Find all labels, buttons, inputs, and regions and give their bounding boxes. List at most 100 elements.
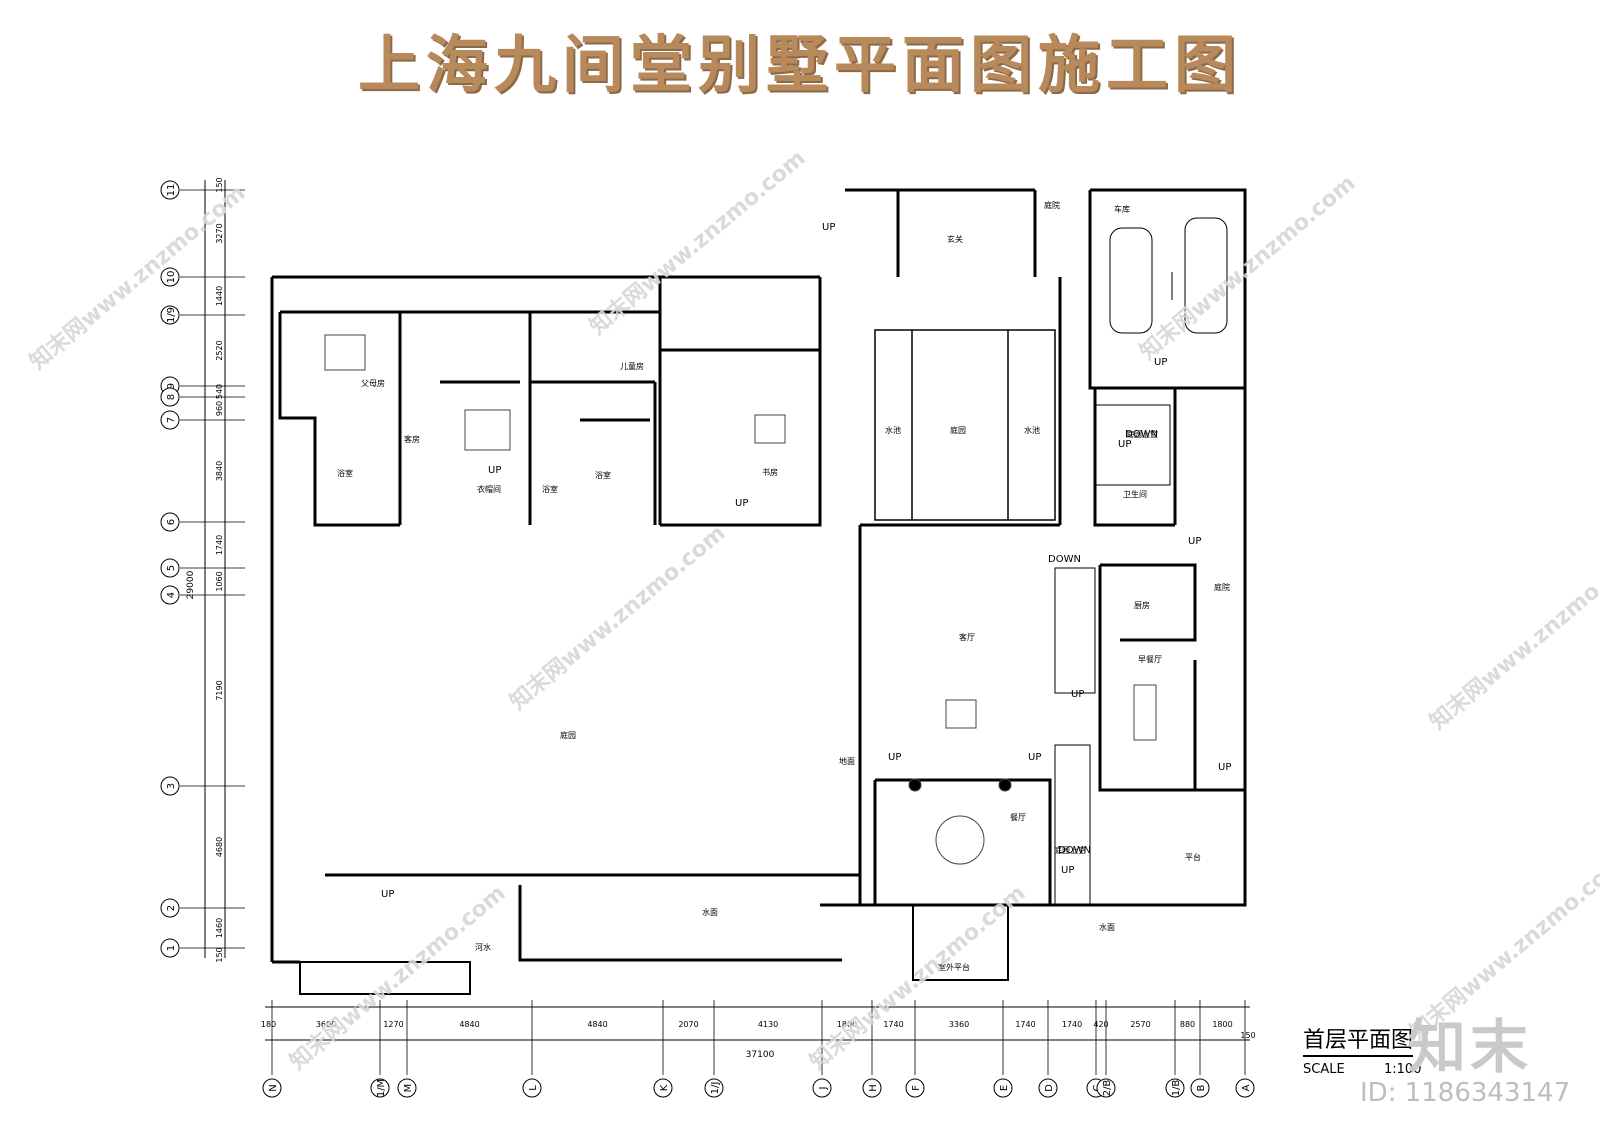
label-pool-left: 水池 [885,425,901,435]
col-grid-bubble [1190,1078,1210,1098]
living-wall [860,523,1245,792]
label-kids-bed: 儿童房 [620,361,644,371]
label-lawn: 地面 [839,756,855,766]
inner-courtyard [874,329,1056,521]
row-dim-label: 150 [215,177,224,192]
stair-labels: UP UP UP UP UP UP UP UP UP UP UP UP DOWN… [381,222,1231,900]
row-grid-bubble [160,776,180,796]
image-id: ID: 1186343147 [1360,1078,1571,1108]
down-label-2: DOWN [1125,429,1158,440]
study-desk [754,414,786,444]
col-grid-bubble [704,1078,724,1098]
room-labels: 父母房 客房 浴室 衣帽间 浴室 浴室 儿童房 书房 玄关 庭院 车库 水池 庭… [337,200,1230,972]
row-dim-label: 540 [215,384,224,399]
row-grid-label: 10 [166,271,177,284]
brand-logo: 知末 [1408,1013,1533,1081]
walls [270,188,1247,964]
col-grid-bubble [1165,1078,1185,1098]
row-dim-label: 3840 [215,461,224,481]
stair-well [1054,567,1096,694]
living-table [945,699,977,729]
label-bath-1: 浴室 [337,468,353,478]
up-label-5: UP [735,498,748,509]
label-wc: 卫生间 [1123,489,1147,499]
label-bath-2: 浴室 [542,484,558,494]
label-void-1: 庭园上空 [1126,429,1158,439]
up-label-9: UP [1028,752,1041,763]
up-label-6: UP [1188,536,1201,547]
col-grid-label: H [868,1084,879,1092]
drawing-title: 上海九间堂别墅平面图施工图 [357,28,1242,101]
scale-label: SCALE [1303,1062,1345,1077]
col-grid-label: N [268,1084,279,1091]
row-total-dim: 29000 [186,570,196,599]
down-label-1: DOWN [1048,554,1081,565]
col-grid-bubble [653,1078,673,1098]
row-grid-label: 1 [166,945,177,951]
col-dim-label: 420 [1093,1020,1108,1029]
label-courtyard-top: 庭院 [1044,200,1060,210]
label-parents-bed: 父母房 [361,378,385,388]
dining-table [935,815,985,865]
furniture [324,334,1157,865]
row-grid-label: 8 [166,394,177,400]
room-dividers [398,277,822,527]
void-box [1094,404,1171,486]
col-dim-label: 4840 [459,1020,479,1029]
row-dim-label: 4680 [215,837,224,857]
col-grid-bubble [862,1078,882,1098]
label-river: 河水 [475,942,491,952]
col-grid-bubble [397,1078,417,1098]
col-grid-label: 1/J [710,1082,721,1095]
row-dim-label: 1440 [215,286,224,306]
scale-value: 1:100 [1384,1062,1422,1077]
label-cloakroom: 衣帽间 [477,484,501,494]
label-courtyard-mid: 庭园 [950,425,966,435]
up-label-11: UP [1061,865,1074,876]
label-pool-right: 水池 [1024,425,1040,435]
up-label-2: UP [1154,357,1167,368]
outdoor-elements [299,404,1171,995]
col-grid-bubble [1038,1078,1058,1098]
row-dim-label: 1740 [215,535,224,555]
plan-title: 首层平面图 [1303,1022,1414,1057]
up-label-10: UP [1218,762,1231,773]
col-grid-label: E [999,1085,1010,1091]
row-dim-label: 1460 [215,918,224,938]
up-label-8: UP [888,752,901,763]
row-grid-bubble [160,305,180,325]
row-dim-label: 960 [215,401,224,416]
col-grid-label: L [528,1085,539,1091]
label-guest-bed: 客房 [404,434,420,444]
column-2 [998,778,1012,792]
row-grid-bubble [160,512,180,532]
courtyard-frame [874,329,1056,521]
row-grid-label: 1/9 [166,307,177,323]
col-grid-label: A [1241,1084,1252,1091]
col-grid-label: D [1044,1084,1055,1092]
up-label-1: UP [822,222,835,233]
col-grid-label: J [818,1087,829,1091]
row-grid-bubble [160,410,180,430]
up-label-4: UP [488,465,501,476]
col-grid-bubble [1235,1078,1255,1098]
label-dining: 餐厅 [1010,813,1026,822]
col-dim-label: 1270 [383,1020,403,1029]
col-dim-label: 3360 [949,1020,969,1029]
col-dim-label: 1800 [837,1020,857,1029]
col-grid-bubble [262,1078,282,1098]
row-grid-bubble [160,898,180,918]
row-grid-bubble [160,585,180,605]
col-dim-label: 1740 [883,1020,903,1029]
dining-void [1054,744,1091,906]
row-dim-label-last: 150 [215,947,224,962]
row-grid-bubble [160,558,180,578]
column-1 [908,778,922,792]
col-total-dim: 37100 [746,1050,775,1060]
row-grid-label: 5 [166,565,177,571]
col-grid-bubble [522,1078,542,1098]
upper-rooms-wall [278,277,662,527]
garden-lower-wall [325,873,860,962]
row-grid-label: 3 [166,783,177,789]
